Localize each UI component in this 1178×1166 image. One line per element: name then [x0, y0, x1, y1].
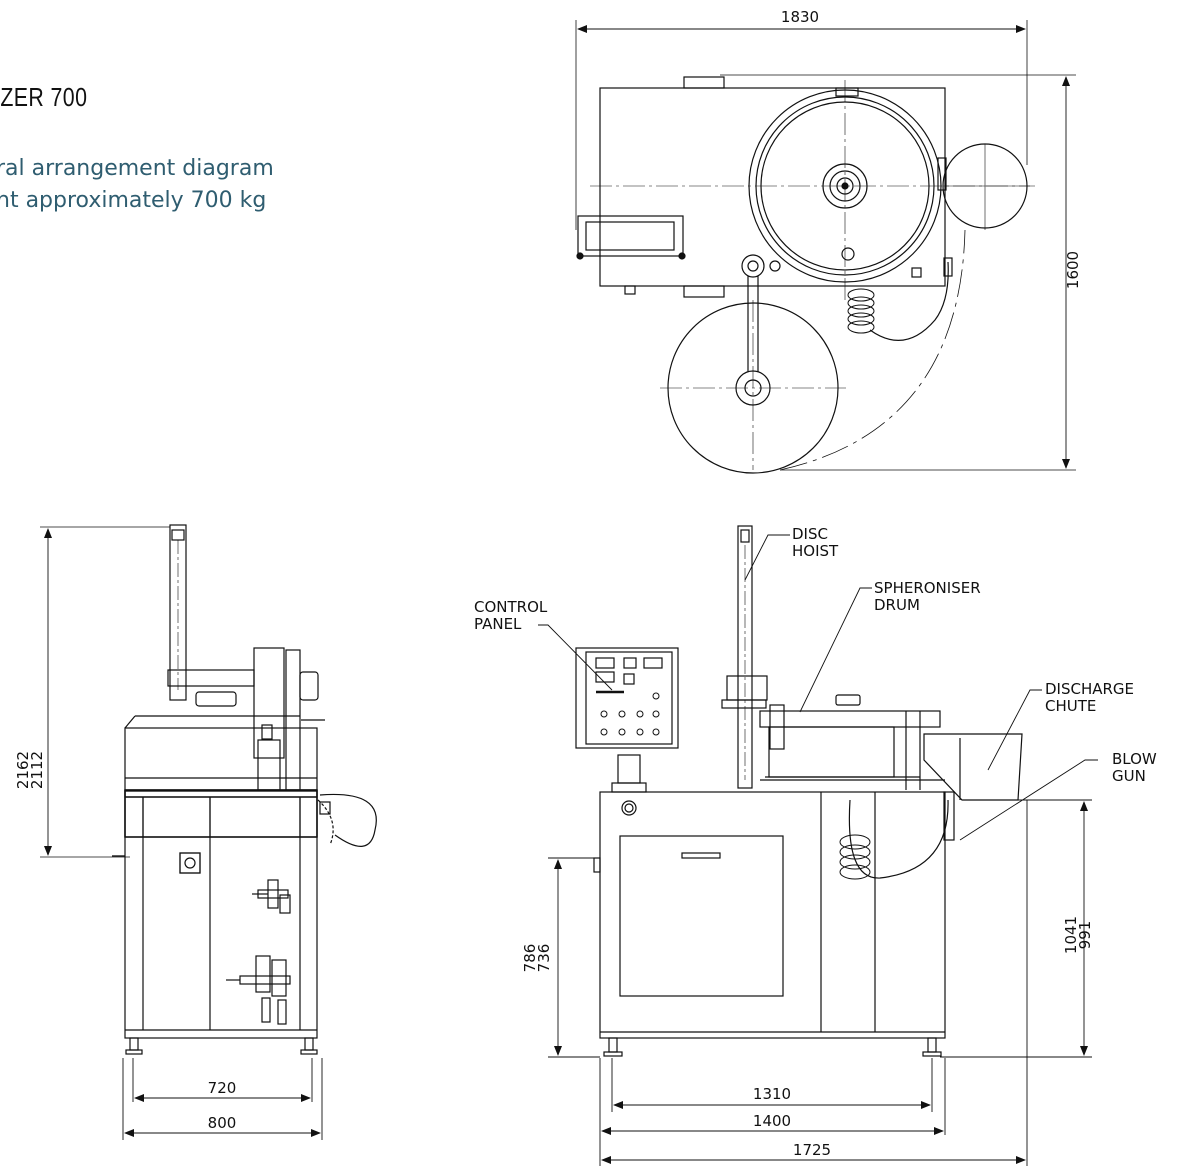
label-discharge-chute: DISCHARGE CHUTE	[1045, 680, 1134, 715]
leader-discharge-chute	[987, 689, 1042, 771]
svg-text:DISCHARGE: DISCHARGE	[1045, 680, 1134, 698]
side-height-dim-1: 2162	[14, 751, 32, 789]
front-view	[575, 525, 1023, 1057]
top-view	[575, 20, 1076, 474]
svg-text:BLOW: BLOW	[1112, 750, 1157, 768]
front-hoist-column	[737, 525, 753, 789]
side-body	[112, 524, 377, 1055]
side-width-dim-1: 720	[208, 1079, 237, 1097]
label-disc-hoist: DISC HOIST	[792, 525, 839, 560]
front-right-height-dim-1: 1041	[1062, 916, 1080, 954]
front-cabinet	[599, 791, 946, 1039]
leader-control-panel	[538, 624, 613, 691]
side-cabinet-box	[125, 791, 317, 837]
front-width-dim-1: 1310	[753, 1085, 791, 1103]
front-drum	[768, 726, 895, 778]
label-spheroniser-drum: SPHERONISER DRUM	[874, 579, 981, 614]
side-height-dim-2: 2112	[28, 751, 46, 789]
top-width-dim: 1830	[781, 8, 819, 26]
front-width-dim-2: 1400	[753, 1112, 791, 1130]
control-panel-top	[577, 215, 684, 257]
svg-text:DRUM: DRUM	[874, 596, 920, 614]
svg-text:CHUTE: CHUTE	[1045, 697, 1096, 715]
front-discharge-chute	[923, 733, 1023, 801]
side-elevation-main	[125, 791, 317, 838]
side-hoist-column	[169, 524, 187, 701]
label-control-panel: CONTROL PANEL	[474, 598, 548, 633]
side-air-regulator-upper	[252, 879, 291, 914]
svg-text:GUN: GUN	[1112, 767, 1146, 785]
machine-body-top	[599, 87, 946, 287]
side-lower-body	[125, 791, 317, 837]
side-air-regulator-lower	[226, 955, 291, 1025]
front-left-height-dim-2: 736	[535, 944, 553, 973]
side-base-cabinet	[125, 791, 317, 837]
front-control-panel	[575, 647, 679, 749]
subtitle-line-2: nt approximately 700 kg	[0, 188, 267, 213]
front-right-height-dim-2: 991	[1076, 921, 1094, 950]
side-view	[40, 526, 318, 858]
front-width-dim-3: 1725	[793, 1141, 831, 1159]
svg-text:PANEL: PANEL	[474, 615, 522, 633]
front-left-height-dim-1: 786	[521, 944, 539, 973]
svg-text:SPHERONISER: SPHERONISER	[874, 579, 981, 597]
leader-disc-hoist	[744, 534, 790, 581]
side-isolator-switch	[179, 852, 201, 874]
leader-drum	[799, 587, 872, 713]
page-title: IZER 700	[0, 82, 88, 112]
side-width-dim-2: 800	[208, 1114, 237, 1132]
leader-blow-gun	[959, 759, 1098, 841]
svg-text:CONTROL: CONTROL	[474, 598, 548, 616]
label-blow-gun: BLOW GUN	[1112, 750, 1157, 785]
svg-text:DISC: DISC	[792, 525, 828, 543]
subtitle-line-1: ral arrangement diagram	[0, 156, 274, 181]
svg-text:HOIST: HOIST	[792, 542, 839, 560]
top-depth-dim: 1600	[1064, 251, 1082, 289]
side-drum-housing	[124, 727, 318, 791]
front-door	[619, 835, 784, 997]
